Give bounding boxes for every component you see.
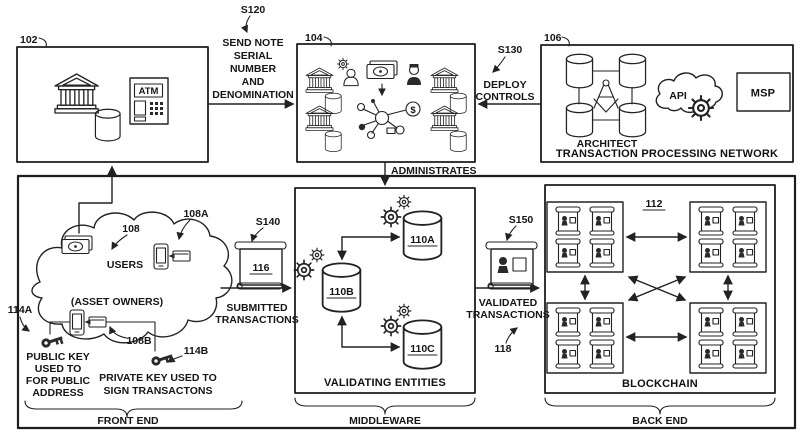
submitted-transactions: S140 116 SUBMITTED TRANSACTIONS [215, 216, 298, 326]
s130-step: S130 DEPLOY CONTROLS [476, 44, 542, 109]
architect-label: ARCHITECT [577, 138, 638, 150]
atm-label: ATM [139, 86, 159, 97]
atm-keypad [150, 102, 163, 115]
validator-110c: 110C [410, 343, 435, 355]
ref-108: 108 [122, 223, 140, 235]
blockchain-title: BLOCKCHAIN [622, 378, 698, 390]
validating-entities-title: VALIDATING ENTITIES [324, 377, 446, 389]
public-key-note: ADDRESS [32, 387, 83, 399]
user-device-b [49, 309, 156, 352]
api-label: API [669, 90, 687, 102]
svg-text:$: $ [410, 105, 416, 116]
s120-line: SEND NOTE [222, 37, 283, 49]
tpn-title: TRANSACTION PROCESSING NETWORK [556, 148, 778, 160]
msp-label: MSP [751, 88, 775, 100]
public-key-note: FOR PUBLIC [26, 375, 91, 387]
payment-network-icon: $ [356, 99, 421, 140]
architect-compass-icon [593, 79, 619, 113]
s130-line: CONTROLS [476, 91, 535, 103]
administrates-label: ADMINISTRATES [391, 165, 477, 177]
ref-s120: S120 [241, 4, 266, 16]
users-label: USERS [107, 259, 143, 271]
blockchain-box: 112 BLOCKCHAIN [544, 184, 776, 394]
front-end-label: FRONT END [97, 415, 159, 427]
public-key-note: PUBLIC KEY [26, 351, 90, 363]
administrator-box-104: 104 $ [296, 32, 476, 163]
validated-transactions: S150 VALIDATED TRANSACTIONS 118 [466, 214, 549, 355]
back-end-label: BACK END [632, 415, 688, 427]
validating-entities-box: 110A 110B 110C VALIDATING ENTITIES [293, 187, 476, 394]
users-cloud: 108 USERS 108A (ASSET OWNERS) 108B [31, 208, 233, 352]
ref-106: 106 [544, 32, 562, 44]
s120-line: AND [242, 76, 265, 88]
platform-outer-box [16, 174, 797, 430]
validator-110b: 110B [329, 286, 354, 298]
private-key-note: PRIVATE KEY USED TO [99, 372, 217, 384]
msp-box: MSP [736, 72, 791, 112]
private-key-note: SIGN TRANSACTONS [104, 385, 213, 397]
ref-s130: S130 [498, 44, 523, 56]
ref-102: 102 [20, 34, 38, 46]
back-end-brace [544, 397, 776, 415]
s120-line: SERIAL [234, 50, 273, 62]
private-key-group: 114B PRIVATE KEY USED TO SIGN TRANSACTON… [99, 345, 217, 397]
validated-line: TRANSACTIONS [466, 309, 549, 321]
issuer-box-102: 102 ATM [16, 34, 209, 163]
ref-112: 112 [646, 198, 663, 210]
architect-cluster: ARCHITECT [565, 53, 647, 150]
tpn-box-106: 106 ARCHITECT API MSP TRANSACTION PROCES… [540, 32, 794, 163]
s120-line: DENOMINATION [212, 89, 293, 101]
validated-scroll [485, 241, 538, 290]
validated-line: VALIDATED [479, 297, 538, 309]
validator-110a: 110A [410, 234, 435, 246]
ref-114b: 114B [184, 345, 209, 357]
front-end-brace [24, 400, 243, 418]
ref-104: 104 [305, 32, 323, 44]
arrow-nodes-diag2 [627, 275, 687, 302]
asset-owners-label: (ASSET OWNERS) [71, 296, 163, 308]
ref-s140: S140 [256, 216, 281, 228]
official-person-icon [407, 64, 421, 85]
arrow-users-to-issuer [78, 165, 117, 234]
middleware-brace [294, 397, 476, 415]
public-key-group: 114A PUBLIC KEY USED TO FOR PUBLIC ADDRE… [8, 304, 91, 399]
ref-108b: 108B [126, 335, 152, 347]
dollar-circle-icon: $ [405, 101, 421, 117]
middleware-label: MIDDLEWARE [349, 415, 421, 427]
submitted-line: TRANSACTIONS [215, 314, 298, 326]
public-key-note: USED TO [35, 363, 81, 375]
user-device-a [153, 243, 191, 270]
s120-step: S120 SEND NOTE SERIAL NUMBER AND DENOMIN… [207, 4, 295, 109]
ref-s150: S150 [509, 214, 534, 226]
atm-icon: ATM [129, 77, 169, 125]
submitted-line: SUBMITTED [226, 302, 288, 314]
s120-line: NUMBER [230, 63, 276, 75]
ref-108a: 108A [183, 208, 209, 220]
api-cloud: API [655, 72, 723, 122]
ref-118: 118 [495, 343, 512, 355]
transaction-scroll-116: 116 [234, 241, 287, 290]
s130-line: DEPLOY [483, 79, 526, 91]
ref-114a: 114A [8, 304, 33, 316]
ref-116: 116 [253, 262, 270, 274]
